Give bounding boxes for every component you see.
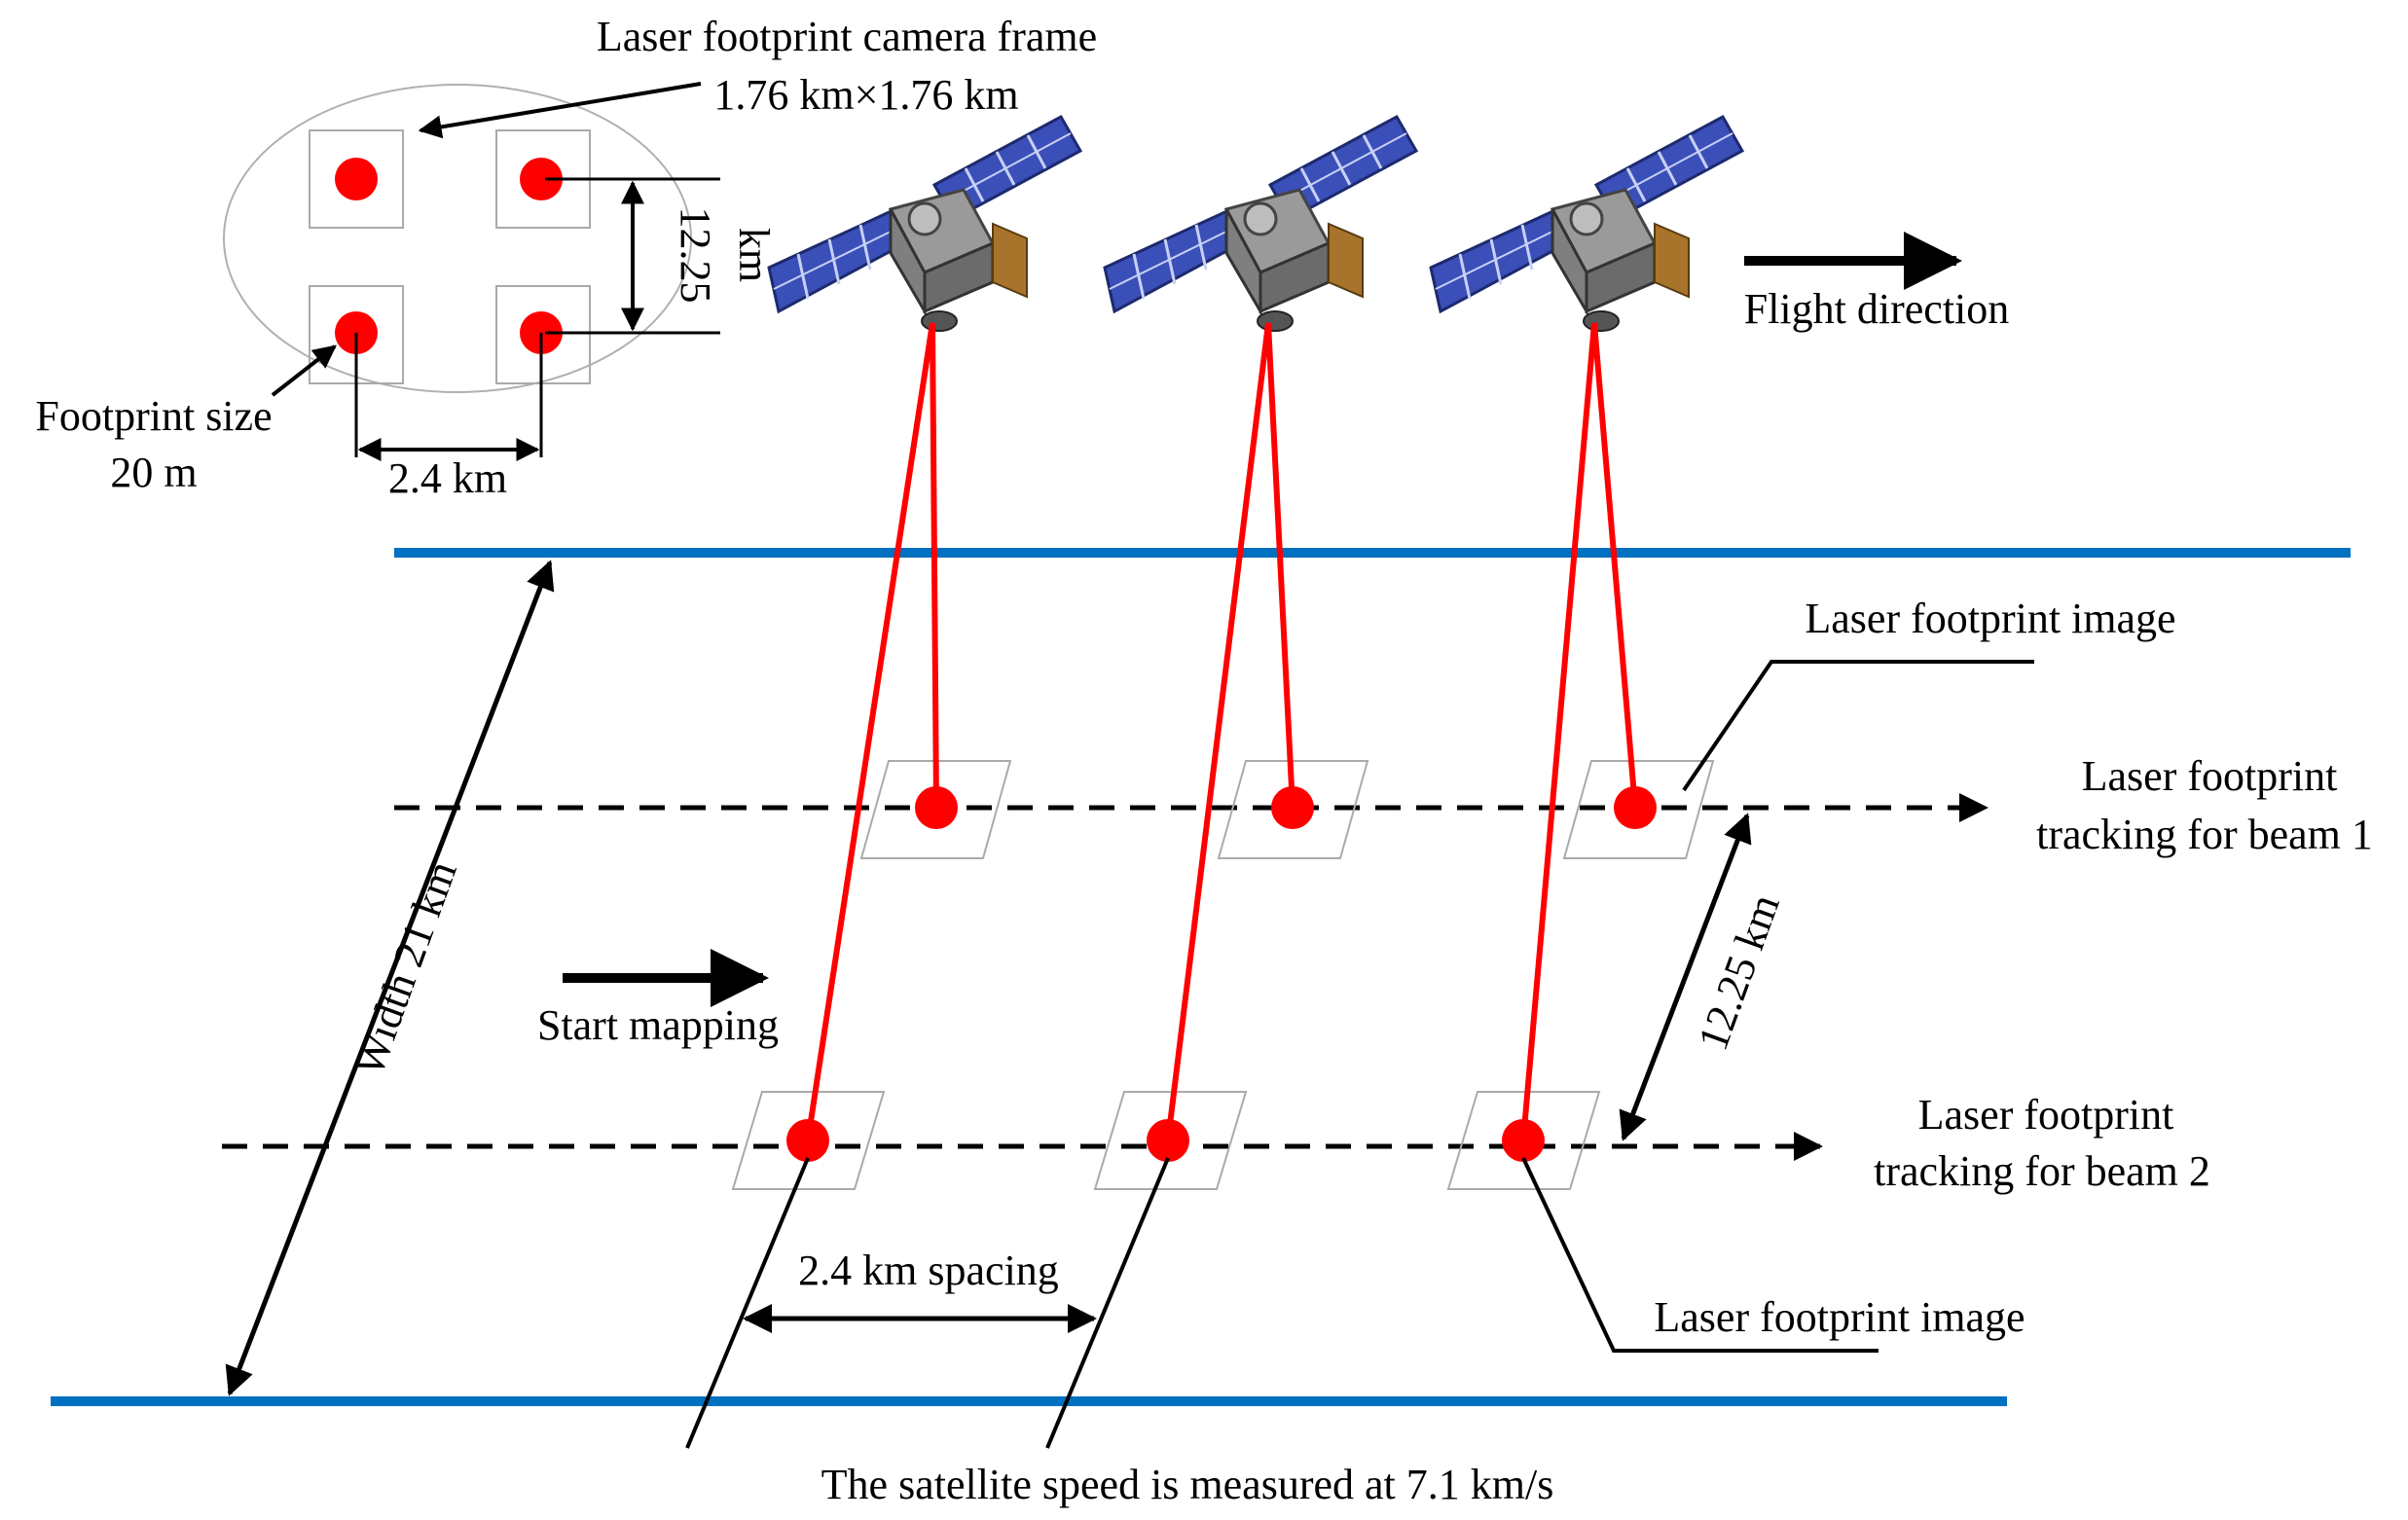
speed-leader-line: [685, 1157, 810, 1449]
speed-leader-line: [1045, 1157, 1170, 1449]
start-mapping-label: Start mapping: [537, 1001, 779, 1049]
footprint-image-frame: [1093, 1091, 1248, 1190]
laser-footprint-dot: [1271, 786, 1314, 829]
camera-frame-box: [309, 129, 404, 229]
laser-beam: [1520, 322, 1597, 1141]
beam2-tracking-label-line2: tracking for beam 2: [1874, 1147, 2210, 1195]
footprint-image-frame: [859, 760, 1012, 859]
beam2-tracking-label: Laser footprint: [1918, 1091, 2174, 1139]
inset-footprint-layout: Laser footprint camera frame 1.76 km×1.7…: [35, 13, 1097, 502]
camera-frame-arrow: [418, 82, 702, 139]
footprint-size-label: Footprint size: [35, 392, 272, 440]
beam-separation-arrow: [1619, 813, 1752, 1141]
footprint-size-arrow: [271, 344, 337, 397]
satellite-speed-label: The satellite speed is measured at 7.1 k…: [821, 1461, 1554, 1508]
laser-footprint-dot: [915, 786, 958, 829]
laser-beam: [805, 322, 935, 1141]
laser-beam: [1165, 322, 1271, 1141]
footprint-image-leader-top: [1682, 660, 2034, 792]
camera-frame-box: [495, 285, 591, 384]
swath-width-arrow: [225, 560, 555, 1396]
laser-beam: [1265, 322, 1295, 809]
camera-frame-size-label: 1.76 km×1.76 km: [713, 71, 1018, 119]
laser-beam: [1591, 322, 1638, 809]
footprint-size-value: 20 m: [110, 449, 197, 496]
footprint-image-frame: [1446, 1091, 1601, 1190]
footprint-image-label-bottom: Laser footprint image: [1654, 1293, 2025, 1341]
beam1-tracking-label: Laser footprint: [2082, 752, 2338, 800]
laser-footprint-dot: [1502, 1119, 1545, 1162]
satellite-2: [1103, 115, 1418, 333]
flight-direction-label: Flight direction: [1744, 285, 2010, 333]
laser-footprint-dot: [1147, 1119, 1189, 1162]
footprint-image-label-top: Laser footprint image: [1805, 595, 2175, 642]
footprint-image-leader-bottom: [1521, 1157, 1879, 1353]
laser-footprint-dot: [786, 1119, 829, 1162]
footprint-image-frame: [1217, 760, 1369, 859]
beam-separation-label: 12.25 km: [1689, 888, 1789, 1057]
laser-beams: [805, 322, 1638, 1141]
along-track-spacing-label: 2.4 km spacing: [798, 1247, 1059, 1294]
laser-footprint-dot: [520, 158, 563, 200]
swath-width-label: Width 21 km: [345, 854, 466, 1081]
satellite-3: [1429, 115, 1744, 333]
footprint-image-frame: [731, 1091, 886, 1190]
laser-footprint-dot: [1614, 786, 1657, 829]
inset-ellipse: [223, 84, 692, 393]
inset-vertical-spacing-label: 12.25: [672, 207, 719, 304]
laser-footprint-dot: [335, 158, 378, 200]
laser-beam: [930, 322, 939, 809]
satellite-1: [767, 115, 1082, 333]
beam1-tracking-label-line2: tracking for beam 1: [2036, 811, 2373, 858]
camera-frame-label: Laser footprint camera frame: [597, 13, 1097, 60]
inset-horizontal-spacing-label: 2.4 km: [388, 454, 507, 502]
